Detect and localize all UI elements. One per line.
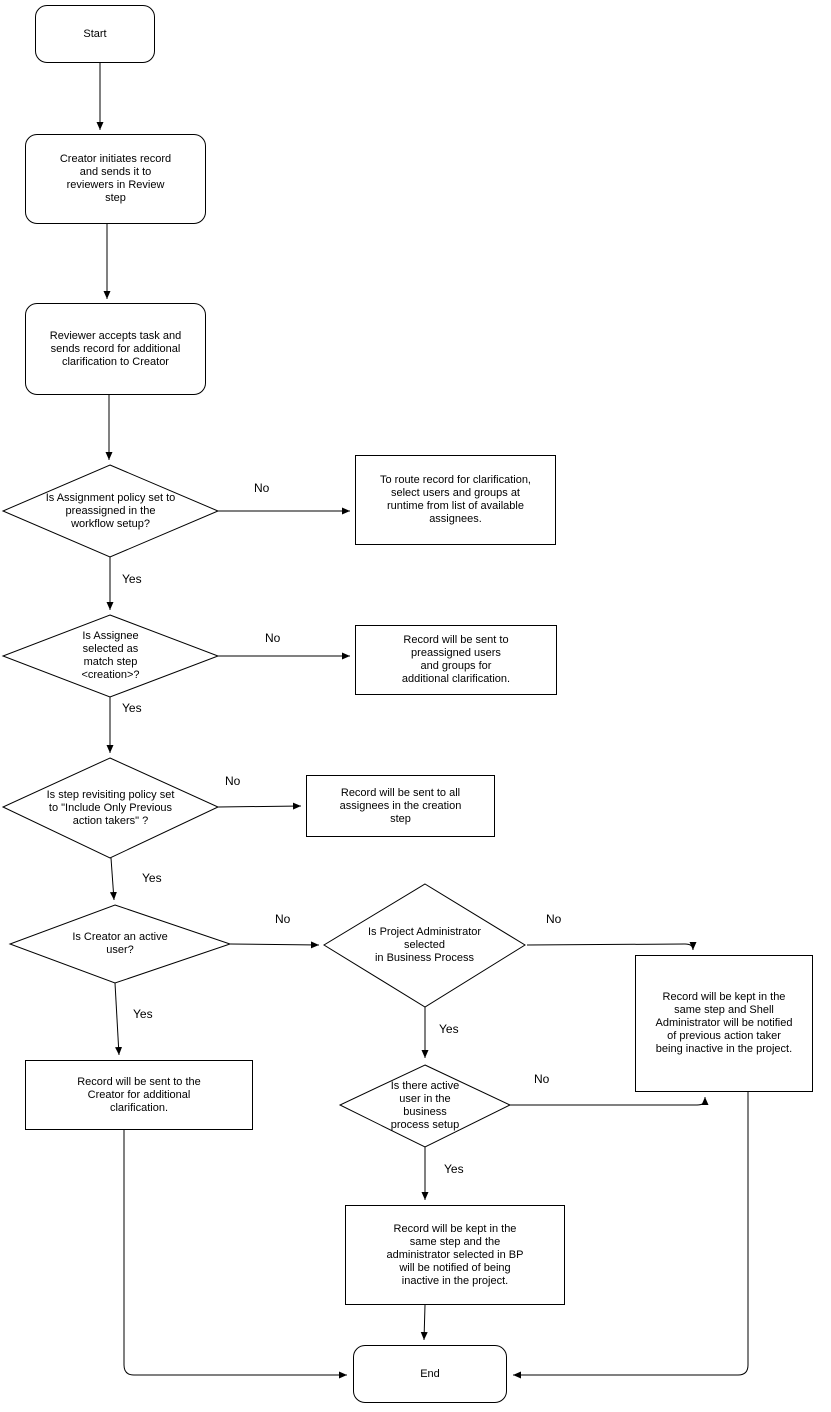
node-creator-initiates: Creator initiates record and sends it to… <box>25 134 206 224</box>
node-creator-active-question: Is Creator an active user? <box>10 905 230 983</box>
edge-bp-admin-to-end <box>420 1304 428 1341</box>
node-creator-initiates-label: Creator initiates record and sends it to… <box>59 153 172 204</box>
edge-project-admin-no <box>526 941 697 951</box>
node-end: End <box>353 1345 507 1403</box>
node-assignment-policy-question: Is Assignment policy set to preassigned … <box>3 465 218 557</box>
node-active-user-question: Is there active user in the business pro… <box>340 1065 510 1147</box>
node-project-admin-question: Is Project Administrator selected in Bus… <box>324 884 525 1007</box>
diamond-project-admin <box>323 883 526 1008</box>
edge-revisiting-policy-yes <box>109 857 117 901</box>
edge-label-creator-active-yes: Yes <box>133 1007 153 1021</box>
edge-shell-admin-to-end <box>513 1092 749 1379</box>
node-creator-active-label: Is Creator an active user? <box>72 931 168 956</box>
node-project-admin-label: Is Project Administrator selected in Bus… <box>367 926 482 964</box>
node-shell-admin-notified: Record will be kept in the same step and… <box>635 955 813 1092</box>
edge-label-creator-active-no: No <box>275 912 291 926</box>
edge-creator-active-no <box>229 941 320 949</box>
node-revisiting-policy-question: Is step revisiting policy set to "Includ… <box>3 758 218 858</box>
edge-label-assignment-policy-yes: Yes <box>122 572 142 586</box>
node-start-label: Start <box>83 27 107 40</box>
node-active-user-label: Is there active user in the business pro… <box>390 1080 460 1131</box>
node-revisiting-policy-label: Is step revisiting policy set to "Includ… <box>46 788 175 827</box>
edge-label-project-admin-no: No <box>546 912 562 926</box>
edge-label-active-user-no: No <box>534 1072 550 1086</box>
edge-active-user-no <box>510 1097 709 1106</box>
node-assignee-match-label: Is Assignee selected as match step <crea… <box>81 630 140 681</box>
node-route-at-runtime: To route record for clarification, selec… <box>355 455 556 545</box>
node-preassigned-users: Record will be sent to preassigned users… <box>355 625 557 695</box>
diamond-revisiting-policy <box>1 757 220 859</box>
edge-label-assignee-match-no: No <box>265 631 281 645</box>
node-bp-admin-notified: Record will be kept in the same step and… <box>345 1205 565 1305</box>
edge-label-revisiting-policy-no: No <box>225 774 241 788</box>
diamond-assignment-policy <box>1 464 220 558</box>
edge-label-project-admin-yes: Yes <box>439 1022 459 1036</box>
diamond-active-user <box>338 1064 512 1148</box>
node-sent-to-creator: Record will be sent to the Creator for a… <box>25 1060 253 1130</box>
diamond-creator-active <box>8 904 232 984</box>
node-route-at-runtime-label: To route record for clarification, selec… <box>379 474 531 525</box>
edge-label-assignment-policy-no: No <box>254 481 270 495</box>
edge-label-revisiting-policy-yes: Yes <box>142 871 162 885</box>
node-reviewer-accepts: Reviewer accepts task and sends record f… <box>25 303 206 395</box>
node-shell-admin-notified-label: Record will be kept in the same step and… <box>655 991 793 1055</box>
node-reviewer-accepts-label: Reviewer accepts task and sends record f… <box>49 329 182 368</box>
edge-creator-active-yes <box>114 982 123 1056</box>
node-start: Start <box>35 5 155 63</box>
node-preassigned-users-label: Record will be sent to preassigned users… <box>401 634 511 685</box>
node-assignment-policy-label: Is Assignment policy set to preassigned … <box>45 491 176 530</box>
edge-revisiting-policy-no <box>217 802 302 810</box>
node-all-assignees-label: Record will be sent to all assignees in … <box>339 786 462 825</box>
edge-label-assignee-match-yes: Yes <box>122 701 142 715</box>
node-bp-admin-notified-label: Record will be kept in the same step and… <box>386 1222 524 1287</box>
node-sent-to-creator-label: Record will be sent to the Creator for a… <box>77 1075 201 1114</box>
edge-label-active-user-yes: Yes <box>444 1162 464 1176</box>
diamond-assignee-match <box>1 614 220 698</box>
node-assignee-match-question: Is Assignee selected as match step <crea… <box>3 615 218 697</box>
node-all-assignees: Record will be sent to all assignees in … <box>306 775 495 837</box>
edge-sent-to-creator-to-end <box>123 1130 347 1379</box>
node-end-label: End <box>420 1367 440 1380</box>
